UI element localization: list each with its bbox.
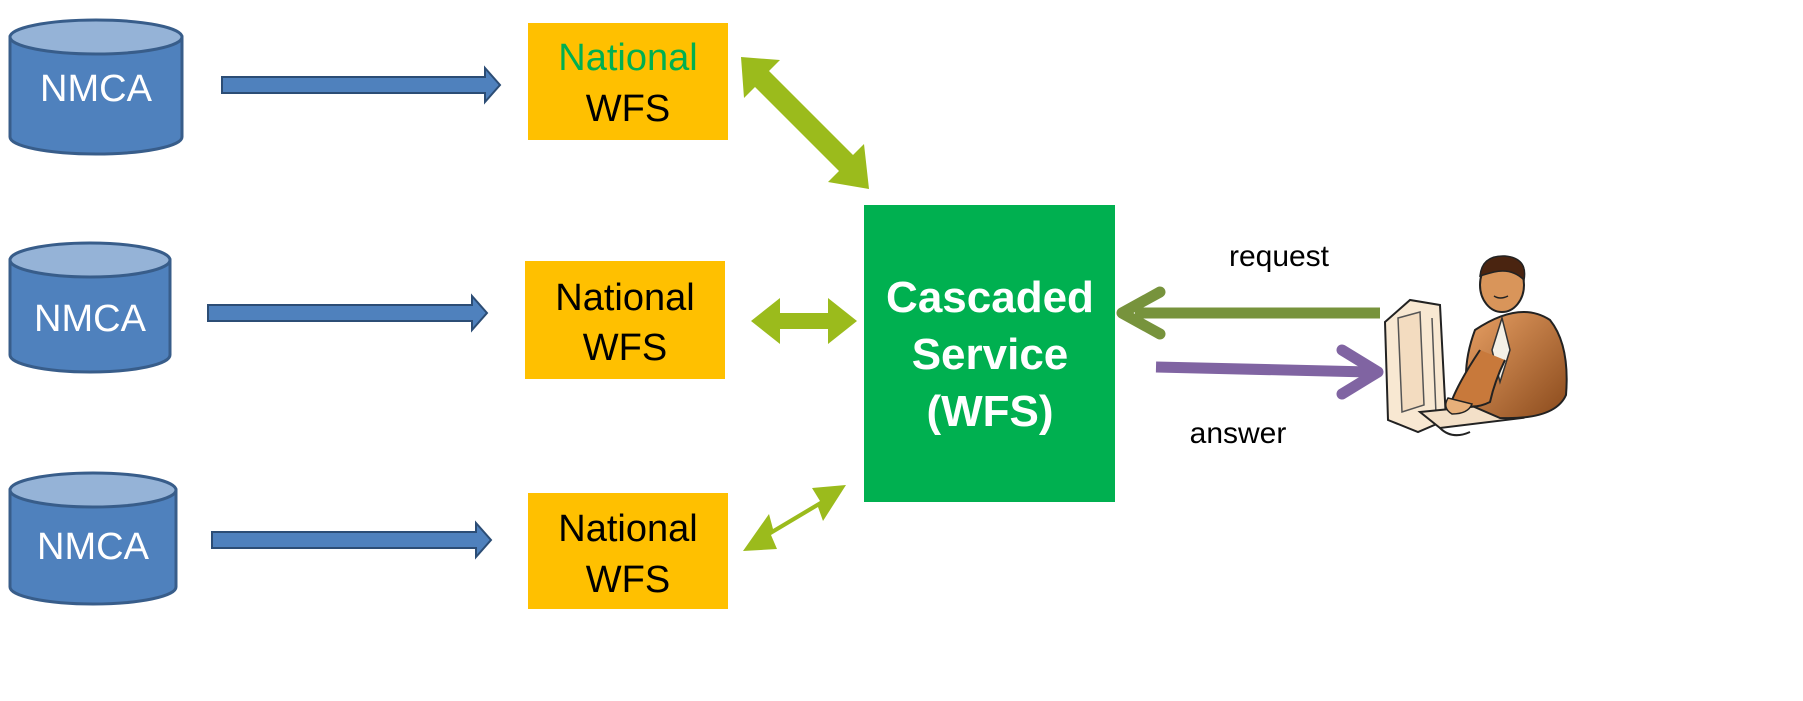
database-label-3: NMCA <box>37 526 150 568</box>
blue-arrow-3 <box>211 520 493 560</box>
national-wfs-3-line1: National <box>558 508 697 550</box>
bidir-arrow-3 <box>743 485 846 551</box>
cascaded-service-box: Cascaded Service (WFS) <box>864 205 1115 502</box>
database-icon-1: NMCA <box>8 18 184 156</box>
database-label-2: NMCA <box>34 298 147 340</box>
blue-arrow-2 <box>207 293 489 333</box>
answer-arrow <box>1155 344 1384 400</box>
bidir-arrow-2 <box>751 298 857 344</box>
database-icon-2: NMCA <box>8 241 172 374</box>
national-wfs-box-1: National WFS <box>528 23 728 140</box>
cascaded-line3: (WFS) <box>926 387 1053 436</box>
national-wfs-box-2: National WFS <box>525 261 725 379</box>
national-wfs-2-line2: WFS <box>583 327 667 369</box>
national-wfs-box-3: National WFS <box>528 493 728 609</box>
answer-label: answer <box>1190 417 1287 450</box>
user-at-computer-icon <box>1383 255 1568 437</box>
request-arrow <box>1116 286 1380 340</box>
bidir-arrow-1 <box>741 57 869 189</box>
database-icon-3: NMCA <box>8 471 178 606</box>
database-label-1: NMCA <box>40 68 153 110</box>
national-wfs-3-line2: WFS <box>586 559 670 601</box>
request-label: request <box>1229 240 1330 273</box>
national-wfs-1-line2: WFS <box>586 88 670 130</box>
cascaded-line1: Cascaded <box>886 273 1094 322</box>
cascaded-line2: Service <box>912 330 1069 379</box>
blue-arrow-1 <box>221 65 502 105</box>
national-wfs-1-line1: National <box>558 37 697 79</box>
national-wfs-2-line1: National <box>555 277 694 319</box>
